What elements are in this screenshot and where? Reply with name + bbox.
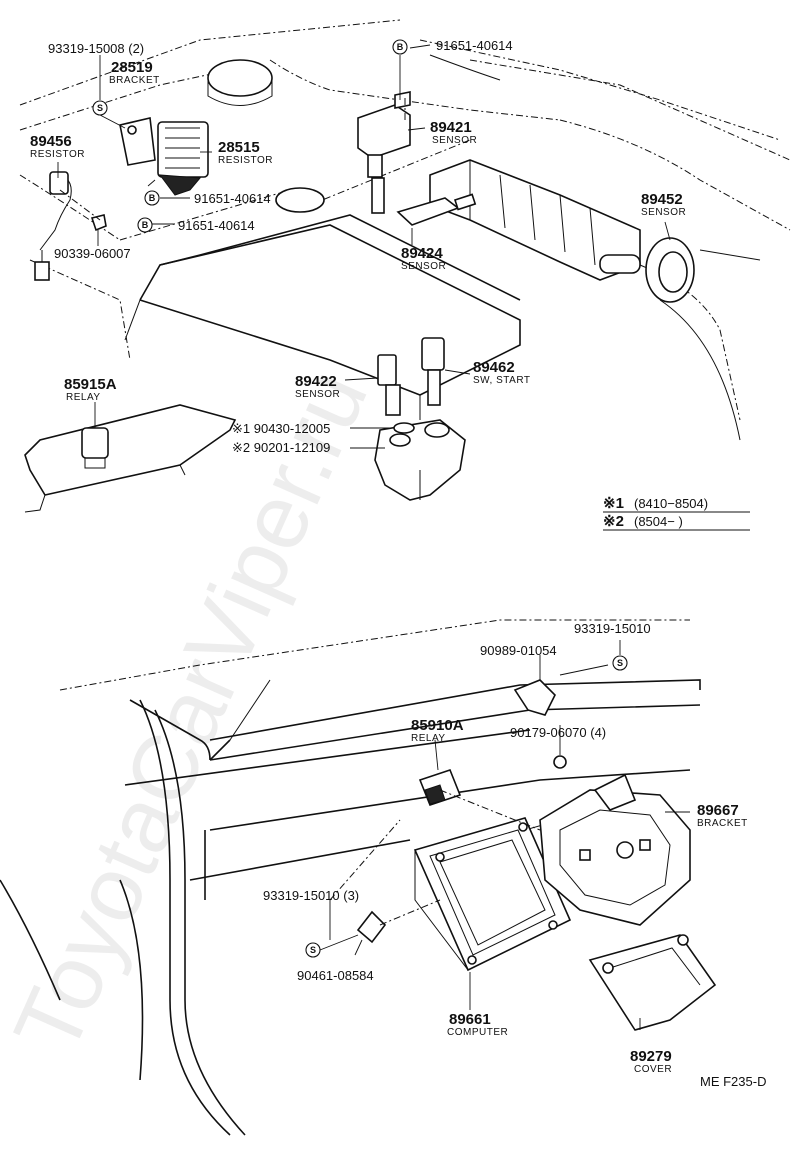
- label-91651-40614-a: 91651-40614: [194, 191, 271, 206]
- label-190430-12005: ※1 90430-12005: [232, 421, 330, 436]
- label-85910A-desc: RELAY: [411, 733, 446, 744]
- cover-89279: [588, 934, 717, 1031]
- note-1-range: (8410−8504): [634, 496, 708, 511]
- label-85915A: 85915A: [64, 376, 117, 393]
- relay-85910A: [418, 769, 462, 806]
- label-89422-desc: SENSOR: [295, 389, 340, 400]
- label-89462: 89462: [473, 359, 515, 376]
- label-93319-15010-3: 93319-15010 (3): [263, 888, 359, 903]
- label-89667-desc: BRACKET: [697, 818, 748, 829]
- label-89456: 89456: [30, 133, 72, 150]
- svg-text:S: S: [97, 103, 103, 113]
- label-89462-desc: SW, START: [473, 375, 530, 386]
- clip-90989-01054: [513, 679, 556, 716]
- label-93319-15008: 93319-15008 (2): [48, 41, 144, 56]
- engine-bay-outline: [19, 19, 791, 513]
- note-1-mark: ※1: [603, 495, 624, 512]
- label-89424: 89424: [401, 245, 443, 262]
- start-switch-89462: [421, 337, 445, 406]
- label-89279: 89279: [630, 1048, 672, 1065]
- sensor-89424: [396, 193, 477, 226]
- label-91651-40614-c: 91651-40614: [436, 38, 513, 53]
- label-90461-08584: 90461-08584: [297, 968, 374, 983]
- label-93319-15010: 93319-15010: [574, 621, 651, 636]
- label-290201-12109: ※2 90201-12109: [232, 440, 330, 455]
- label-90339-06007: 90339-06007: [54, 246, 131, 261]
- sensor-89421: [357, 91, 411, 214]
- dash-area-outline: [0, 619, 701, 1136]
- label-89421: 89421: [430, 119, 472, 136]
- part-labels: 93319-15008 (2) 28519 BRACKET 89456 RESI…: [30, 38, 748, 1075]
- gasket-90430: [393, 422, 415, 434]
- marker-s-2: S: [612, 655, 628, 671]
- marker-s-1: S: [92, 100, 108, 116]
- label-90989-01054: 90989-01054: [480, 643, 557, 658]
- label-28519-desc: BRACKET: [109, 75, 160, 86]
- label-89661-desc: COMPUTER: [447, 1027, 508, 1038]
- production-notes: ※1 (8410−8504) ※2 (8504− ): [603, 495, 750, 531]
- marker-b-2: B: [137, 217, 153, 233]
- marker-s-3: S: [305, 942, 321, 958]
- label-89422: 89422: [295, 373, 337, 390]
- relay-85915A: [81, 427, 109, 469]
- diagram-ref-code: ME F235-D: [700, 1074, 766, 1089]
- label-91651-40614-b: 91651-40614: [178, 218, 255, 233]
- label-89456-desc: RESISTOR: [30, 149, 85, 160]
- svg-text:S: S: [310, 945, 316, 955]
- label-85915A-desc: RELAY: [66, 392, 101, 403]
- marker-b-3: B: [392, 39, 408, 55]
- clip-90461-08584: [356, 910, 387, 944]
- resistor-28515: [157, 121, 209, 196]
- label-89661: 89661: [449, 1011, 491, 1028]
- bracket-28519: [119, 117, 156, 166]
- leader-lines: [57, 44, 690, 1030]
- watermark-text: ToyotaCarViper.ru: [0, 355, 387, 1068]
- svg-text:B: B: [142, 220, 149, 230]
- marker-b-1: B: [144, 190, 160, 206]
- sensor-89452: [599, 237, 695, 303]
- label-89279-desc: COVER: [634, 1064, 672, 1075]
- svg-text:S: S: [617, 658, 623, 668]
- clip-90339-06007: [90, 214, 107, 232]
- label-28515-desc: RESISTOR: [218, 155, 273, 166]
- computer-89661: [413, 817, 572, 972]
- svg-text:B: B: [149, 193, 156, 203]
- label-89667: 89667: [697, 802, 739, 819]
- label-28519: 28519: [111, 59, 153, 76]
- sensor-89422: [377, 354, 401, 416]
- label-89424-desc: SENSOR: [401, 261, 446, 272]
- svg-text:B: B: [397, 42, 404, 52]
- note-2-mark: ※2: [603, 513, 624, 530]
- label-28515: 28515: [218, 139, 260, 156]
- nut-90179-06070: [553, 755, 567, 769]
- bracket-89667: [539, 773, 691, 926]
- note-2-range: (8504− ): [634, 514, 683, 529]
- label-89421-desc: SENSOR: [432, 135, 477, 146]
- label-89452: 89452: [641, 191, 683, 208]
- label-90179-06070: 90179-06070 (4): [510, 725, 606, 740]
- resistor-89456: [34, 171, 72, 281]
- label-89452-desc: SENSOR: [641, 207, 686, 218]
- label-85910A: 85910A: [411, 717, 464, 734]
